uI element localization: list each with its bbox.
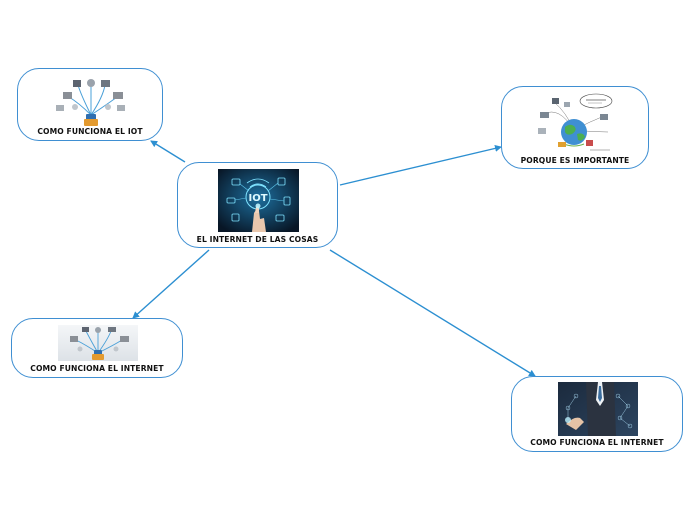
node-top-left[interactable]: COMO FUNCIONA EL IOT (17, 68, 163, 141)
network-devices-icon (51, 75, 130, 127)
connector-to-mid-left (132, 249, 210, 319)
node-top-right-label: PORQUE ES IMPORTANTE (520, 156, 630, 165)
connector-to-top-right (339, 144, 502, 186)
globe-connected-icon (534, 92, 617, 154)
connector-to-top-left (150, 140, 186, 163)
iot-touch-icon: IOT (218, 169, 299, 232)
connector-to-bottom-right (329, 249, 536, 377)
node-bottom-right-label: COMO FUNCIONA EL INTERNET (530, 438, 664, 447)
svg-text:IOT: IOT (248, 193, 267, 204)
node-mid-left[interactable]: COMO FUNCIONA EL INTERNET (11, 318, 183, 378)
network-devices-icon (58, 325, 138, 361)
node-center[interactable]: IOT EL INTERNET DE LAS COSAS (177, 162, 338, 248)
node-center-label: EL INTERNET DE LAS COSAS (196, 235, 319, 244)
node-top-right[interactable]: PORQUE ES IMPORTANTE (501, 86, 649, 169)
node-top-left-label: COMO FUNCIONA EL IOT (37, 127, 143, 136)
node-mid-left-label: COMO FUNCIONA EL INTERNET (30, 364, 164, 373)
businessman-touch-icon (558, 382, 638, 436)
node-bottom-right[interactable]: COMO FUNCIONA EL INTERNET (511, 376, 683, 452)
